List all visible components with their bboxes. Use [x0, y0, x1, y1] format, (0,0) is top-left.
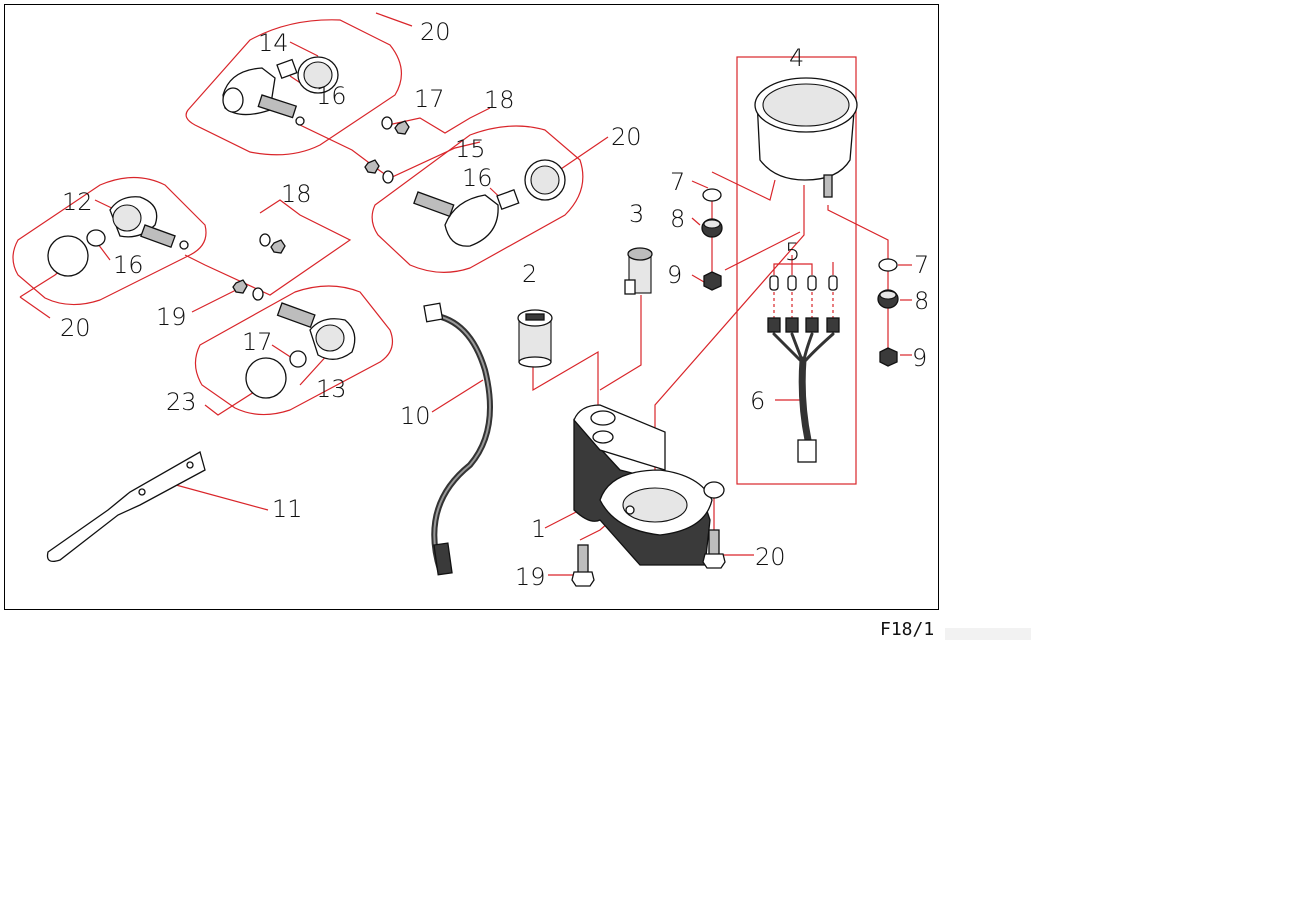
callout-20-left: 20 [60, 314, 91, 342]
callout-20-right: 20 [611, 123, 642, 151]
callout-20-top: 20 [420, 18, 451, 46]
callout-11: 11 [272, 495, 303, 523]
wiring-harness [767, 317, 840, 463]
callout-19-right: 20 [755, 543, 786, 571]
callout-10: 10 [400, 402, 431, 430]
nuts-washers [232, 116, 410, 301]
turn-indicator-top [222, 56, 339, 126]
callout-4: 4 [789, 44, 804, 72]
callout-8-left: 8 [670, 205, 685, 233]
callout-5: 5 [785, 238, 800, 266]
group-outline-indicator-right [371, 125, 584, 273]
callout-17-top: 17 [414, 85, 445, 113]
callout-12: 12 [62, 188, 93, 216]
callout-20-bottom: 23 [166, 388, 197, 416]
instrument-mount [573, 404, 725, 566]
grommets-nuts [701, 188, 899, 367]
speedometer-cable [423, 302, 493, 576]
group-outline-indicator-bottom [194, 285, 393, 416]
speedometer [754, 77, 858, 198]
bolts [571, 529, 726, 587]
callout-14: 14 [258, 29, 289, 57]
callout-9-right: 9 [912, 344, 927, 372]
turn-indicator-left [47, 196, 189, 277]
callout-16-right: 16 [462, 164, 493, 192]
group-outline-speedometer [736, 56, 857, 485]
indicator-lamp [624, 247, 653, 295]
bulbs [769, 275, 838, 291]
turn-indicator-bottom [245, 302, 356, 399]
callout-labels: 1 2 3 4 5 6 7 7 8 8 9 9 10 11 12 13 14 1… [60, 18, 929, 591]
callout-18-left: 19 [156, 303, 187, 331]
callout-16-top: 16 [316, 82, 347, 110]
callout-17-left: 18 [281, 180, 312, 208]
callout-7-right: 7 [914, 251, 929, 279]
callout-16-bottom: 17 [242, 328, 273, 356]
callout-13: 13 [316, 375, 347, 403]
callout-9-left: 9 [667, 261, 682, 289]
callout-6: 6 [750, 387, 765, 415]
callout-19-left: 19 [515, 563, 546, 591]
callout-15: 15 [455, 135, 486, 163]
group-outline-indicator-left [12, 176, 207, 306]
figure-code: F18/1 [880, 619, 935, 640]
callout-1: 1 [531, 515, 546, 543]
callout-18-top: 18 [484, 86, 515, 114]
callout-2: 2 [522, 260, 537, 288]
callout-8-right: 8 [914, 287, 929, 315]
faint-watermark [945, 628, 1031, 640]
ignition-switch [517, 309, 553, 368]
callout-16-left: 16 [113, 251, 144, 279]
callout-3: 3 [629, 200, 644, 228]
mounting-bracket [46, 451, 206, 563]
callout-7-left: 7 [670, 168, 685, 196]
group-outline-indicator-top [185, 19, 402, 156]
turn-indicator-right [413, 159, 566, 247]
